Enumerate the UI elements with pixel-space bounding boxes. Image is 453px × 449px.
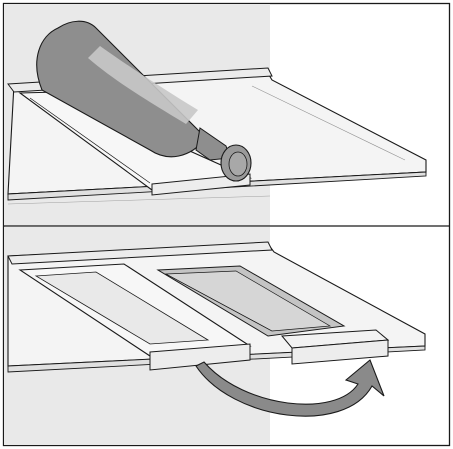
top-panel <box>4 4 427 226</box>
bottom-panel <box>4 227 426 445</box>
wine-bottle <box>36 20 252 182</box>
rotation-arrow <box>195 359 385 417</box>
recessed-tray <box>156 265 346 337</box>
insert-end-cap <box>280 329 390 365</box>
flipped-bottle-holder-insert <box>18 263 252 371</box>
